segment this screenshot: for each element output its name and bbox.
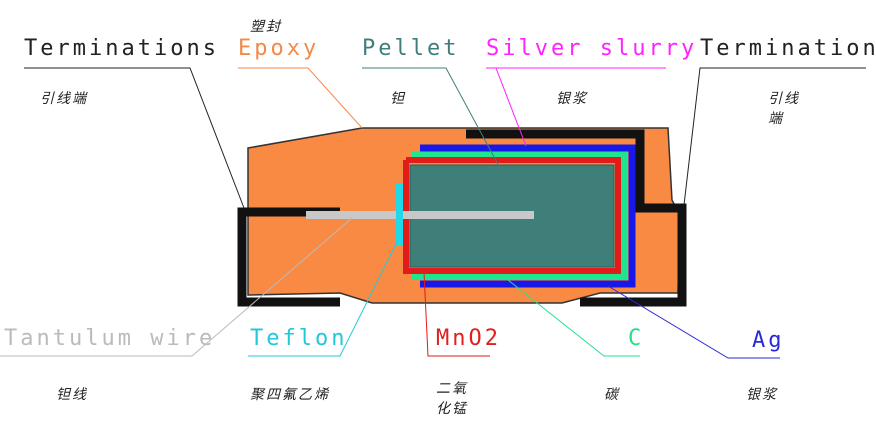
label-epoxy-cn: 塑封: [250, 19, 282, 35]
label-mno2: MnO2: [436, 326, 501, 351]
mno2-layer: [403, 157, 621, 274]
tantalum-wire: [306, 211, 534, 219]
leader-pellet: [362, 67, 501, 169]
label-carbon: C: [628, 326, 645, 351]
leader-mno2: [423, 271, 490, 357]
label-carbon-cn: 碳: [604, 387, 620, 403]
leader-carbon: [507, 279, 640, 357]
carbon-layer: [412, 152, 627, 280]
label-tantalum-wire-cn: 钽线: [56, 387, 88, 403]
label-tantalum-wire: Tantulum wire: [4, 326, 216, 351]
label-silver-slurry: Silver slurry: [486, 36, 698, 61]
label-silver-cn: 银浆: [746, 387, 778, 403]
label-mno2-cn-1: 二氧: [436, 381, 468, 397]
label-terminations-right-cn-2: 端: [768, 111, 784, 127]
right-termination: [466, 129, 687, 307]
silver-layer: [420, 144, 636, 288]
label-silver-slurry-cn: 银浆: [556, 91, 588, 107]
leader-tantalum-wire: [0, 217, 353, 357]
leader-terminations-left: [24, 67, 245, 209]
label-terminations-left-cn: 引线端: [40, 91, 88, 107]
teflon-washer: [396, 183, 403, 246]
label-teflon-cn: 聚四氟乙烯: [250, 387, 330, 403]
leader-teflon: [248, 239, 399, 357]
label-terminations-left: Terminations: [24, 36, 219, 61]
label-mno2-cn-2: 化锰: [436, 401, 468, 417]
leader-terminations-right: [683, 67, 866, 206]
label-silver: Ag: [752, 328, 785, 353]
leader-silver-slurry: [486, 67, 666, 147]
label-pellet-cn: 钽: [390, 91, 406, 107]
label-pellet: Pellet: [362, 36, 460, 61]
label-terminations-right: Terminations: [700, 36, 876, 61]
leader-epoxy: [238, 67, 363, 129]
label-terminations-right-cn-1: 引线: [768, 91, 800, 107]
label-epoxy: Epoxy: [238, 36, 320, 61]
left-termination: [237, 207, 340, 307]
label-teflon: Teflon: [250, 326, 348, 351]
leader-silver: [607, 285, 780, 359]
